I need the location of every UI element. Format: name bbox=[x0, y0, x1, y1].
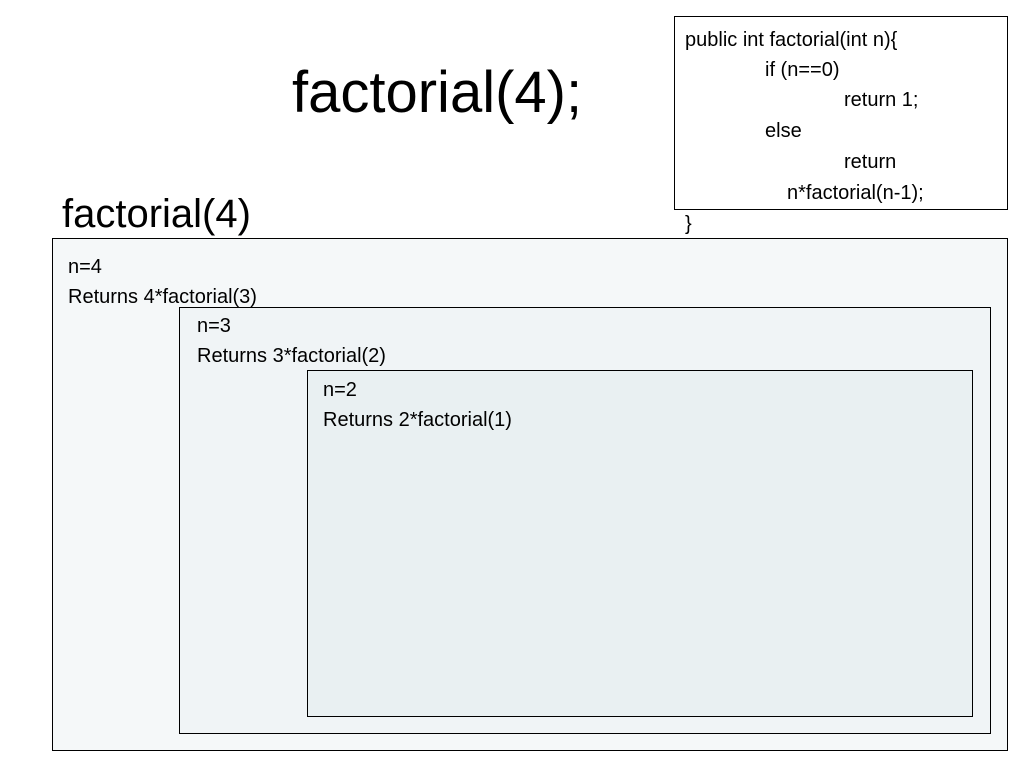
code-line-closing-brace: } bbox=[685, 213, 692, 235]
code-line-recursive-call: n*factorial(n-1); bbox=[787, 182, 924, 204]
frame-n3-returns-label: Returns 3*factorial(2) bbox=[197, 345, 386, 367]
code-line-else: else bbox=[765, 120, 802, 142]
code-line-return: return bbox=[844, 151, 897, 173]
frame-n4-n-label: n=4 bbox=[68, 256, 102, 278]
slide-title: factorial(4); bbox=[292, 60, 583, 125]
call-stack-label: factorial(4) bbox=[62, 192, 251, 236]
frame-n2-n-label: n=2 bbox=[323, 379, 357, 401]
frame-n2-returns-label: Returns 2*factorial(1) bbox=[323, 409, 512, 431]
code-line-signature: public int factorial(int n){ bbox=[685, 29, 898, 51]
frame-n4-returns-label: Returns 4*factorial(3) bbox=[68, 286, 257, 308]
code-box bbox=[674, 16, 1008, 210]
stack-frame-n2 bbox=[307, 370, 973, 717]
frame-n3-n-label: n=3 bbox=[197, 315, 231, 337]
code-line-return-one: return 1; bbox=[844, 89, 919, 111]
code-line-if: if (n==0) bbox=[765, 59, 840, 81]
